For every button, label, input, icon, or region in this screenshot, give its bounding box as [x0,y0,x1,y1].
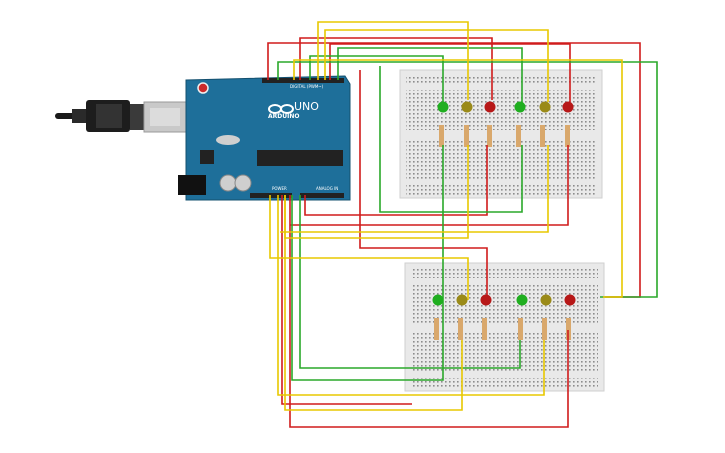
wire-green [277,61,658,298]
resistors-top [439,125,570,147]
power-jack [178,175,206,195]
leds-top[interactable] [437,101,574,113]
led-green [437,101,449,113]
usb-cable-icon[interactable] [55,100,187,133]
infinity-logo-icon [268,104,294,114]
led-yellow [461,101,473,113]
wire-red [304,145,488,216]
wire-green [337,47,523,105]
wire-yellow [269,195,469,300]
led-red [484,101,496,113]
leds-bottom[interactable] [432,294,576,306]
wire-yellow [284,195,463,411]
arduino-board[interactable]: UNO ARDUINO DIGITAL (PWM~) POWER ANALOG … [178,75,351,201]
led-yellow [539,101,551,113]
brand-label: ARDUINO [268,113,299,120]
digital-header-label: DIGITAL (PWM~) [290,84,324,89]
wire-red [289,195,569,428]
reset-button[interactable] [197,82,209,94]
breadboard-top[interactable] [399,69,603,199]
power-label: POWER [272,186,287,191]
led-red [562,101,574,113]
wire-green [309,55,444,103]
wire-yellow [317,21,469,100]
wire-green [379,66,523,213]
wires[interactable] [267,21,658,428]
wire-yellow [280,145,549,233]
led-red [564,294,576,306]
wire-red [281,195,412,405]
wire-yellow [293,59,623,298]
wire-red [290,145,569,226]
model-label: UNO [294,100,319,113]
led-green [432,294,444,306]
wire-red [359,70,488,300]
led-red [480,294,492,306]
wire-yellow [277,195,545,396]
wire-green [299,195,521,369]
wire-red [299,37,493,100]
led-yellow [540,294,552,306]
led-green [514,101,526,113]
wire-green [291,145,444,381]
resistors-bottom [434,318,571,340]
analog-label: ANALOG IN [316,186,338,191]
led-yellow [456,294,468,306]
led-green [516,294,528,306]
wire-yellow [324,29,549,102]
